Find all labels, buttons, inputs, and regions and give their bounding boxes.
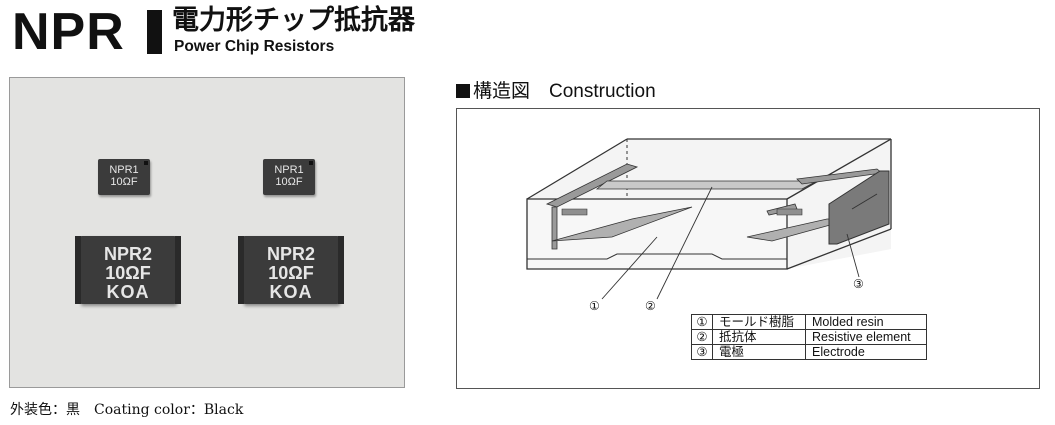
chip-marking-line1: NPR2 bbox=[103, 244, 152, 264]
series-name: NPR bbox=[12, 3, 125, 61]
page-title-japanese: 電力形チップ抵抗器 bbox=[172, 5, 415, 36]
chip-marking-line2: 10ΩF bbox=[275, 176, 303, 188]
chip-npr2-right: NPR2 10ΩF KOA bbox=[238, 236, 344, 304]
callout-1: ① bbox=[589, 299, 600, 313]
legend-japanese: モールド樹脂 bbox=[712, 314, 806, 330]
section-marker-icon bbox=[456, 84, 470, 98]
chip-npr2-left: NPR2 10ΩF KOA bbox=[75, 236, 181, 304]
legend-japanese: 抵抗体 bbox=[712, 329, 806, 345]
chip-terminal bbox=[175, 236, 181, 304]
callout-2: ② bbox=[645, 299, 656, 313]
koa-logo: KOA bbox=[269, 282, 313, 302]
legend-row: ② 抵抗体 Resistive element bbox=[691, 329, 927, 345]
legend-japanese: 電極 bbox=[712, 344, 806, 360]
chip-terminal bbox=[75, 236, 81, 304]
page-title-english: Power Chip Resistors bbox=[174, 38, 335, 55]
legend-english: Molded resin bbox=[805, 314, 927, 330]
legend-number: ② bbox=[691, 329, 713, 345]
chip-marking-line1: NPR1 bbox=[109, 164, 139, 176]
construction-legend-table: ① モールド樹脂 Molded resin ② 抵抗体 Resistive el… bbox=[691, 314, 927, 360]
legend-row: ① モールド樹脂 Molded resin bbox=[691, 314, 927, 330]
chip-npr1-left: NPR1 10ΩF bbox=[98, 159, 150, 195]
chip-marking-line1: NPR2 bbox=[266, 244, 315, 264]
coating-color-caption: 外装色：黒 Coating color：Black bbox=[10, 402, 244, 418]
legend-english: Resistive element bbox=[805, 329, 927, 345]
legend-number: ③ bbox=[691, 344, 713, 360]
construction-section-title: 構造図 Construction bbox=[456, 76, 656, 103]
construction-drawing bbox=[526, 138, 892, 300]
chip-terminal bbox=[238, 236, 244, 304]
product-photo: NPR1 10ΩF NPR1 10ΩF NPR2 10ΩF KOA NPR2 1… bbox=[9, 77, 405, 388]
koa-logo: KOA bbox=[106, 282, 150, 302]
chip-npr1-right: NPR1 10ΩF bbox=[263, 159, 315, 195]
chip-marking-line2: 10ΩF bbox=[268, 263, 314, 283]
legend-row: ③ 電極 Electrode bbox=[691, 344, 927, 360]
construction-diagram: ① ② ③ bbox=[456, 108, 1040, 389]
callout-3: ③ bbox=[853, 277, 864, 291]
legend-number: ① bbox=[691, 314, 713, 330]
polarity-dot bbox=[309, 161, 313, 165]
chip-marking-line2: 10ΩF bbox=[105, 263, 151, 283]
chip-marking-line1: NPR1 bbox=[274, 164, 304, 176]
title-divider-bar bbox=[147, 10, 162, 54]
chip-terminal bbox=[338, 236, 344, 304]
polarity-dot bbox=[144, 161, 148, 165]
chip-marking-line2: 10ΩF bbox=[110, 176, 138, 188]
legend-english: Electrode bbox=[805, 344, 927, 360]
